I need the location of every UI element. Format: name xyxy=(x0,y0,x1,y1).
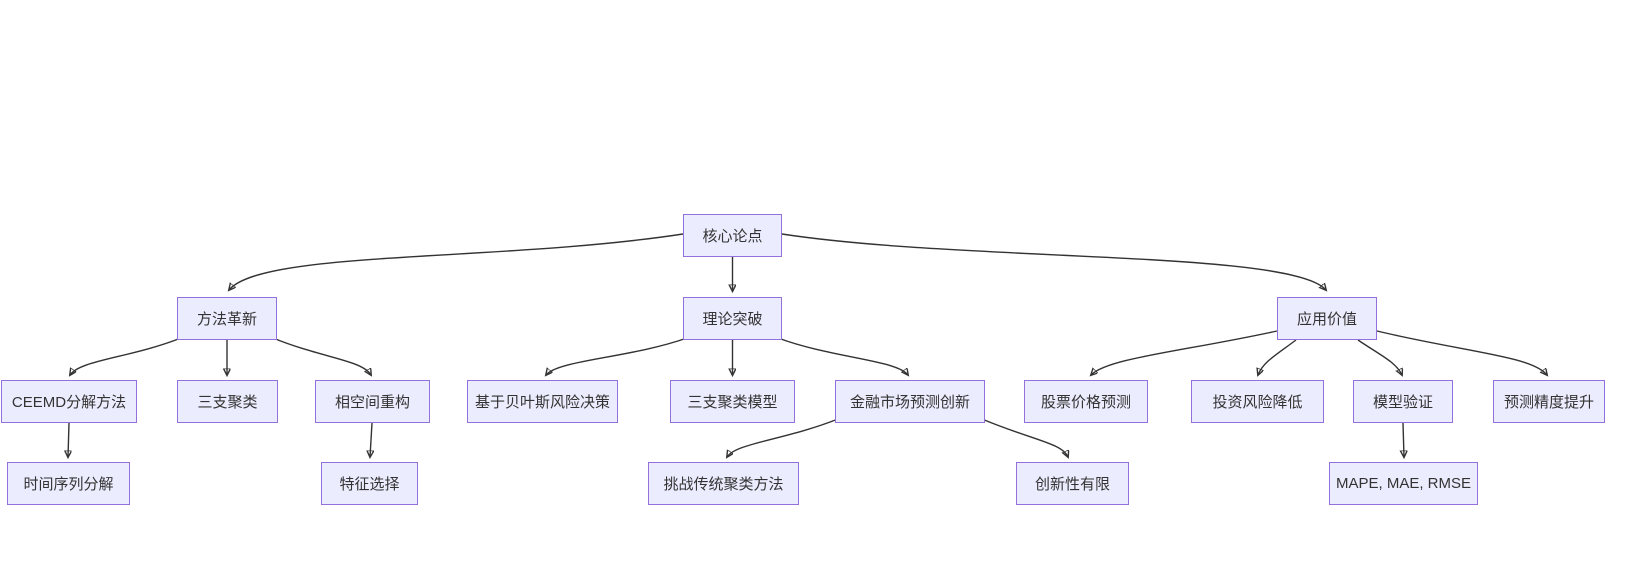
node-three-way-clustering: 三支聚类 xyxy=(177,380,278,423)
edge-finance-limited xyxy=(981,418,1068,457)
edge-theory-bayes xyxy=(546,337,688,375)
edge-root-application xyxy=(781,233,1326,290)
node-limited-innovation: 创新性有限 xyxy=(1016,462,1129,505)
node-method-innovation: 方法革新 xyxy=(177,297,277,340)
edge-ceemd-timeseries xyxy=(68,422,69,457)
edge-validation-metrics xyxy=(1403,422,1404,457)
node-prediction-accuracy-improvement: 预测精度提升 xyxy=(1493,380,1605,423)
node-phase-space-reconstruction: 相空间重构 xyxy=(315,380,430,423)
edge-application-accuracy xyxy=(1376,330,1547,375)
node-time-series-decomposition: 时间序列分解 xyxy=(7,462,130,505)
node-theory-breakthrough: 理论突破 xyxy=(683,297,782,340)
node-bayesian-risk-decision: 基于贝叶斯风险决策 xyxy=(467,380,618,423)
node-application-value: 应用价值 xyxy=(1277,297,1377,340)
edge-theory-finance xyxy=(777,337,908,375)
edge-finance-challenge xyxy=(727,418,839,457)
node-challenge-traditional-clustering: 挑战传统聚类方法 xyxy=(648,462,799,505)
node-model-validation: 模型验证 xyxy=(1353,380,1453,423)
edge-application-risk xyxy=(1258,339,1297,375)
node-financial-market-prediction-innovation: 金融市场预测创新 xyxy=(835,380,985,423)
node-ceemd-decomposition: CEEMD分解方法 xyxy=(1,380,137,423)
edge-phasespace-feature xyxy=(370,422,372,457)
node-three-way-clustering-model: 三支聚类模型 xyxy=(670,380,795,423)
edge-application-validation xyxy=(1357,339,1402,375)
edge-root-method xyxy=(229,233,684,290)
node-error-metrics: MAPE, MAE, RMSE xyxy=(1329,462,1478,505)
edge-method-ceemd xyxy=(70,337,182,375)
node-stock-price-prediction: 股票价格预测 xyxy=(1024,380,1148,423)
node-investment-risk-reduction: 投资风险降低 xyxy=(1191,380,1324,423)
edge-application-stock xyxy=(1091,330,1278,375)
edge-method-phasespace xyxy=(272,337,371,375)
node-core-argument: 核心论点 xyxy=(683,214,782,257)
node-feature-selection: 特征选择 xyxy=(321,462,418,505)
